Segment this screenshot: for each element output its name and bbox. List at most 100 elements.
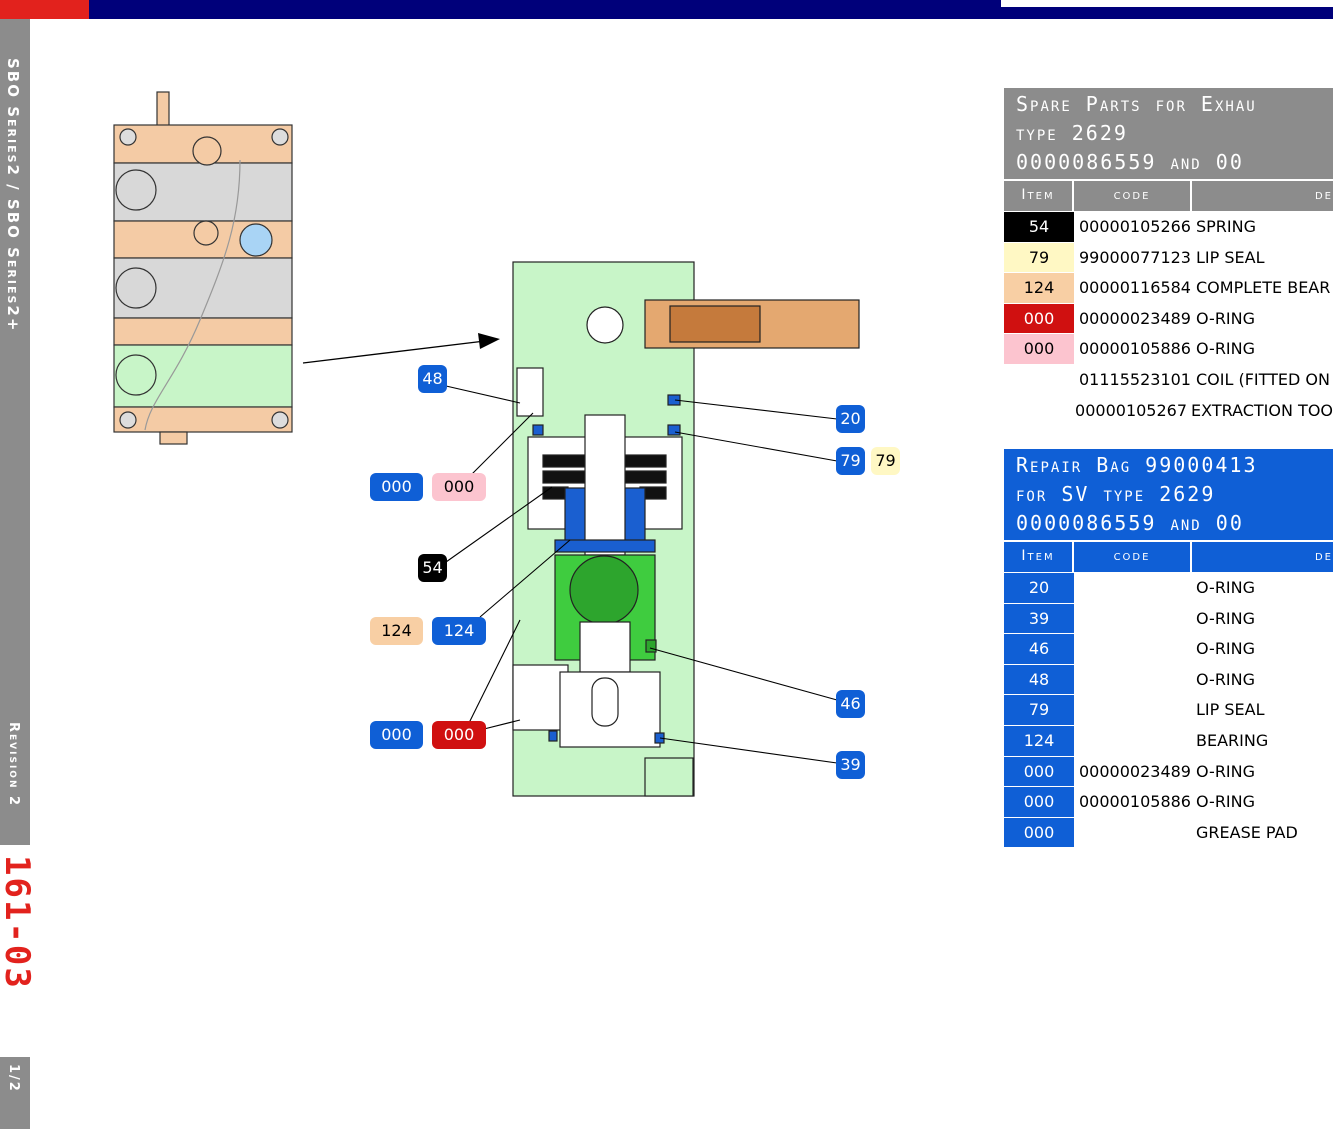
- row-item: 48: [1004, 664, 1074, 695]
- table-row: 54 00000105266 SPRING: [1004, 211, 1333, 242]
- row-desc: LIP SEAL: [1196, 700, 1265, 720]
- callout-124-blue: 124: [432, 617, 486, 645]
- row-desc: O-RING: [1196, 308, 1256, 328]
- row-item: [1004, 395, 1071, 426]
- table-row: 000 00000105886 O-RING: [1004, 333, 1333, 364]
- row-code: 00000105266: [1079, 217, 1191, 236]
- row-item: 79: [1004, 242, 1074, 273]
- row-item: 000: [1004, 787, 1074, 817]
- row-code: 00000116584: [1079, 278, 1191, 298]
- callout-000-pink: 000: [432, 473, 486, 501]
- table-row: 48 O-RING: [1004, 663, 1333, 695]
- row-desc: EXTRACTION TOO: [1191, 400, 1333, 420]
- title-line: type 2629: [1016, 121, 1128, 145]
- row-item: 000: [1004, 817, 1074, 848]
- header-bar-red: [0, 0, 89, 19]
- table-row: 79 99000077123 LIP SEAL: [1004, 241, 1333, 273]
- row-code: [1074, 604, 1192, 634]
- page-code-box: [0, 845, 30, 1057]
- row-desc: O-RING: [1196, 339, 1256, 359]
- table-row: 000 00000023489 O-RING: [1004, 755, 1333, 787]
- table-row: 39 O-RING: [1004, 602, 1333, 634]
- table-row: 124 BEARING: [1004, 724, 1333, 756]
- title-line: for SV type 2629: [1016, 482, 1216, 506]
- row-desc: GREASE PAD: [1196, 822, 1298, 842]
- valve-overview-drawing: [113, 91, 293, 445]
- table-row: 46 O-RING: [1004, 633, 1333, 664]
- table-header: Item code de: [1004, 179, 1333, 211]
- callout-39: 39: [836, 751, 865, 779]
- spare-parts-table: Spare Parts for Exhau type 2629 00000865…: [1004, 88, 1333, 426]
- row-item: 000: [1004, 334, 1074, 364]
- header-bar-navy: [89, 0, 1001, 19]
- callout-48: 48: [418, 365, 447, 393]
- table-row: 01115523101 COIL (FITTED ON: [1004, 363, 1333, 395]
- row-desc: SPRING: [1196, 217, 1257, 236]
- callout-20: 20: [836, 405, 865, 433]
- row-item: 54: [1004, 212, 1074, 242]
- row-code: 00000105886: [1079, 792, 1191, 812]
- table-row: 79 LIP SEAL: [1004, 694, 1333, 725]
- repair-bag-table: Repair Bag 99000413 for SV type 2629 000…: [1004, 449, 1333, 848]
- callout-79-yellow: 79: [871, 447, 900, 475]
- title-line: 0000086559 and 00: [1016, 511, 1244, 535]
- row-code: [1074, 695, 1192, 725]
- series-label: SBO Series2 / SBO Series2+: [4, 58, 22, 333]
- header-desc: de: [1192, 181, 1333, 211]
- row-code: [1074, 665, 1192, 695]
- row-desc: O-RING: [1196, 608, 1256, 628]
- callout-46: 46: [836, 690, 865, 718]
- row-item: 39: [1004, 603, 1074, 634]
- row-item: 79: [1004, 695, 1074, 725]
- title-line: Spare Parts for Exhau: [1016, 92, 1257, 116]
- row-code: [1074, 573, 1192, 603]
- row-code: 00000105267: [1075, 400, 1188, 420]
- table-row: 124 00000116584 COMPLETE BEAR: [1004, 272, 1333, 303]
- table-header: Item code de: [1004, 540, 1333, 572]
- row-desc: COIL (FITTED ON: [1196, 369, 1330, 389]
- page-code: 161-03: [0, 855, 37, 990]
- callout-54: 54: [418, 554, 447, 582]
- row-item: 46: [1004, 634, 1074, 664]
- row-desc: COMPLETE BEAR: [1196, 278, 1331, 298]
- row-code: 00000023489: [1079, 308, 1191, 328]
- table-row: 000 00000023489 O-RING: [1004, 302, 1333, 334]
- row-code: 00000023489: [1079, 761, 1191, 781]
- row-item: 000: [1004, 756, 1074, 787]
- repair-bag-title: Repair Bag 99000413 for SV type 2629 000…: [1004, 449, 1333, 540]
- callout-000-blue-top: 000: [370, 473, 423, 501]
- row-code: [1074, 818, 1192, 848]
- leader-lines: [445, 385, 838, 764]
- row-code: [1074, 634, 1192, 664]
- row-desc: BEARING: [1196, 730, 1269, 750]
- table-row: 000 GREASE PAD: [1004, 816, 1333, 848]
- header-item: Item: [1004, 542, 1074, 572]
- header-code: code: [1074, 181, 1192, 211]
- revision-label: Revision 2: [6, 722, 21, 808]
- page-part: 1/2: [6, 1064, 21, 1093]
- row-desc: O-RING: [1196, 578, 1256, 597]
- exhaust-valve-diagram: [113, 91, 860, 797]
- table-row: 00000105267 EXTRACTION TOO: [1004, 394, 1333, 426]
- callout-000-blue-bottom: 000: [370, 721, 423, 749]
- row-code: 00000105886: [1079, 339, 1191, 359]
- callout-124-peach: 124: [370, 617, 423, 645]
- row-desc: O-RING: [1196, 639, 1256, 659]
- row-code: 99000077123: [1079, 247, 1191, 267]
- header-desc: de: [1192, 542, 1333, 572]
- row-item: 000: [1004, 303, 1074, 334]
- row-item: 124: [1004, 725, 1074, 756]
- row-item: 20: [1004, 573, 1074, 603]
- valve-section-drawing: [512, 261, 860, 797]
- row-code: 01115523101: [1079, 369, 1191, 389]
- row-item: 124: [1004, 273, 1074, 303]
- table-row: 20 O-RING: [1004, 572, 1333, 603]
- table-row: 000 00000105886 O-RING: [1004, 786, 1333, 817]
- header-code: code: [1074, 542, 1192, 572]
- row-desc: LIP SEAL: [1196, 247, 1265, 267]
- row-desc: O-RING: [1196, 761, 1256, 781]
- row-item: [1004, 364, 1074, 395]
- row-code: [1074, 726, 1192, 756]
- row-desc: O-RING: [1196, 792, 1256, 812]
- header-bar-navy-right: [1001, 7, 1333, 19]
